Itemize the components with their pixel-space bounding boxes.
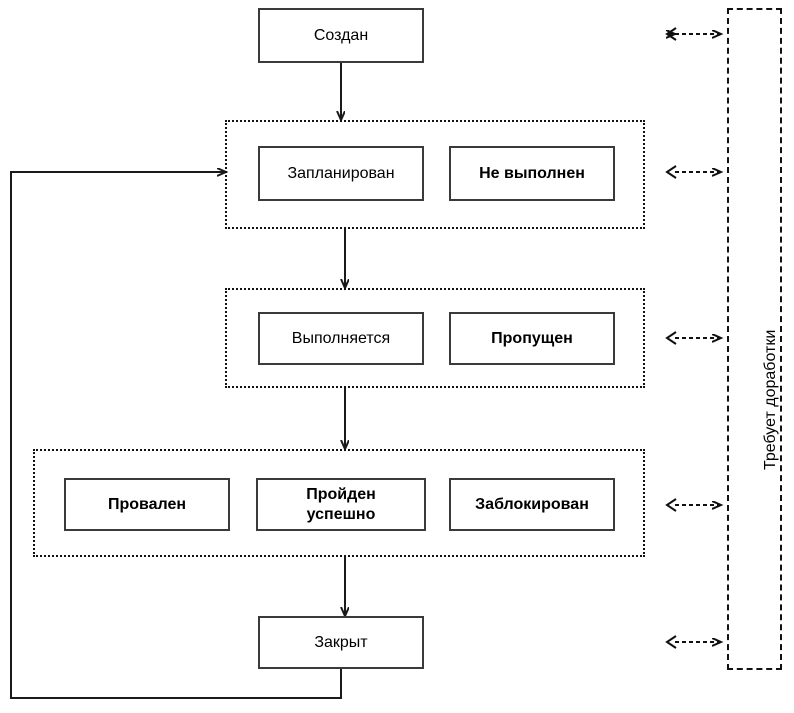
node-failed-label: Провален	[107, 495, 187, 513]
edge-created-to-rework	[665, 27, 721, 41]
node-passed-label-line2: успешно	[306, 505, 376, 523]
node-not-executed[interactable]: Не выполнен	[449, 146, 615, 201]
group-in-progress	[225, 288, 645, 388]
node-not-executed-label: Не выполнен	[479, 164, 585, 182]
node-skipped[interactable]: Пропущен	[449, 312, 615, 365]
node-planned-label: Запланирован	[287, 164, 395, 182]
group-results	[33, 449, 645, 557]
edge-inprogress-to-rework	[665, 331, 721, 345]
node-passed-label-line1: Пройден	[306, 485, 376, 503]
node-skipped-label: Пропущен	[491, 329, 573, 347]
node-failed[interactable]: Провален	[64, 478, 230, 531]
node-created[interactable]: Создан	[258, 8, 424, 63]
node-created-label: Создан	[313, 26, 369, 44]
edge-results-to-rework	[665, 498, 721, 512]
rework-label: Требует доработки	[762, 329, 779, 470]
node-blocked-label: Заблокирован	[475, 495, 589, 513]
group-planned	[225, 120, 645, 229]
node-passed[interactable]: Пройден успешно	[256, 478, 426, 531]
node-closed[interactable]: Закрыт	[258, 616, 424, 669]
node-in-progress-label: Выполняется	[291, 329, 391, 347]
node-closed-label: Закрыт	[314, 633, 368, 651]
node-planned[interactable]: Запланирован	[258, 146, 424, 201]
rework-container	[727, 8, 782, 670]
edge-closed-to-rework	[665, 635, 721, 649]
node-in-progress[interactable]: Выполняется	[258, 312, 424, 365]
node-blocked[interactable]: Заблокирован	[449, 478, 615, 531]
edge-planned-to-rework	[665, 165, 721, 179]
